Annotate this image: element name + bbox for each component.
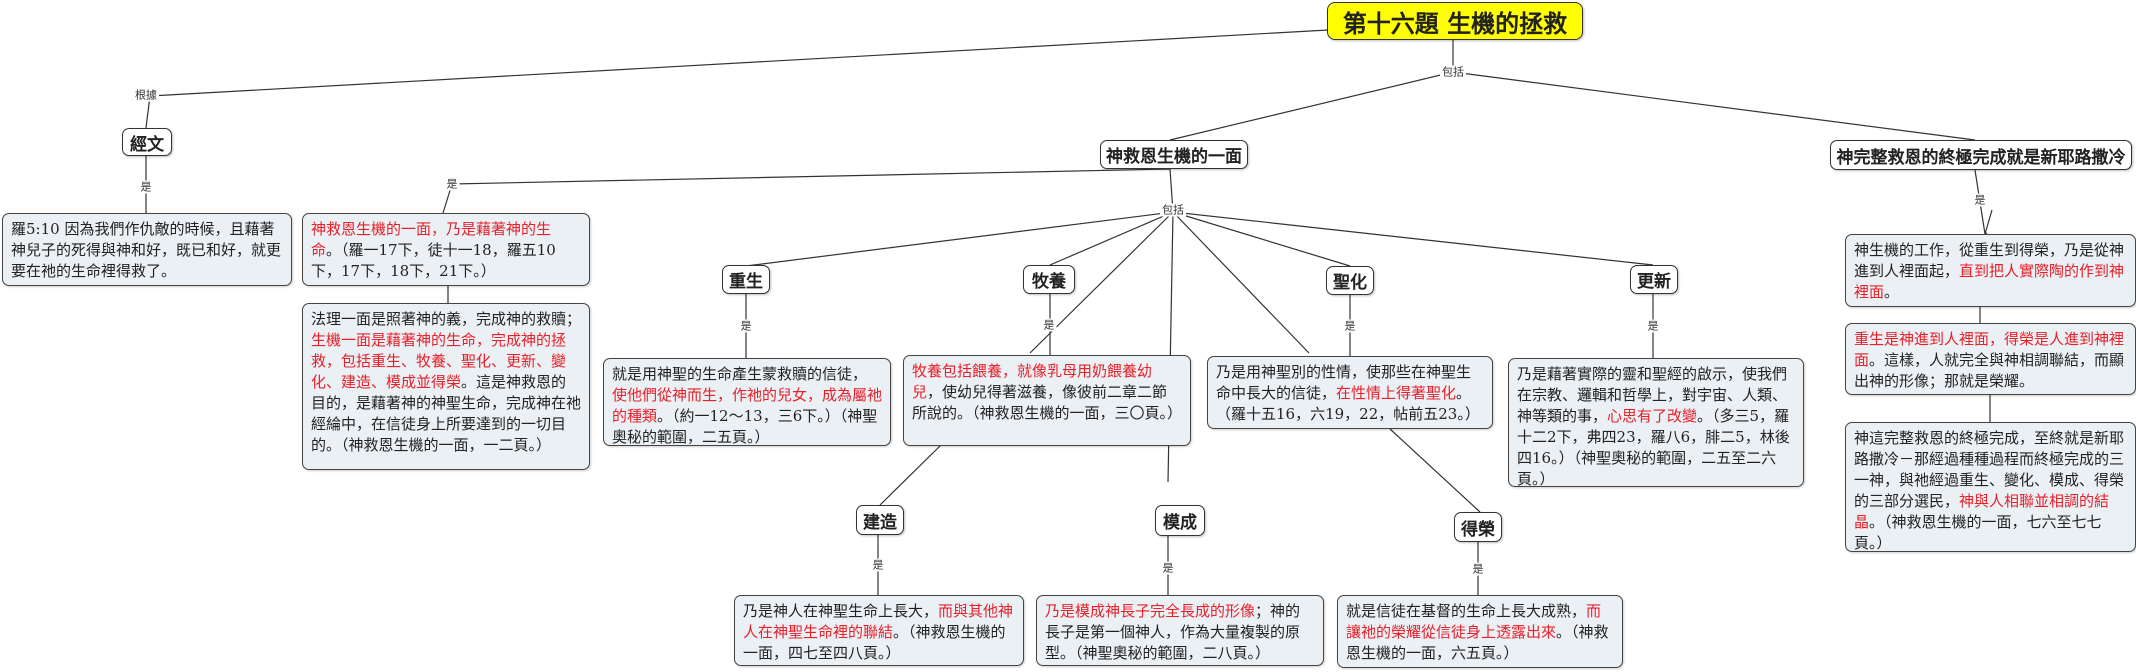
text-building: 乃是神人在神聖生命上長大，而與其他神人在神聖生命裡的聯結。（神救恩生機的一面，四… xyxy=(734,595,1024,666)
comp1-text-a: 神生機的工作，從重生到得榮，乃是從神進到人裡面起， xyxy=(1854,241,2125,280)
nourish-text: ，使幼兒得著滋養，像彼前二章二節所說的。（神救恩生機的一面，三〇頁。） xyxy=(912,383,1183,422)
text-completion-2: 重生是神進到人裡面，得榮是人進到神裡面。這樣，人就完全與神相調聯結，而顯出神的形… xyxy=(1845,323,2136,395)
glory-emphasis: 而讓祂的榮耀從信徒身上透露出來 xyxy=(1346,602,1602,641)
comp3-emphasis: 神與人相聯並相調的結晶 xyxy=(1854,492,2110,531)
label-is-complete: 是 xyxy=(1972,193,1988,207)
text-renewing: 乃是藉著實際的靈和聖經的啟示，使我們在宗教、邏輯和哲學上，對宇宙、人類、神等類的… xyxy=(1508,358,1804,488)
scripture-text: 羅5:10 因為我們作仇敵的時候，且藉著神兒子的死得與神和好，既已和好，就更要在… xyxy=(11,220,282,280)
node-renewing[interactable]: 更新 xyxy=(1630,265,1678,294)
conform-text: ；神的長子是第一個神人，作為大量複製的原型。（神聖奧秘的範圍，二八頁。） xyxy=(1045,602,1301,662)
renew-emphasis: 心思有了改變 xyxy=(1607,407,1698,425)
label-is-sanct: 是 xyxy=(1342,319,1358,333)
build-emphasis: 而與其他神人在神聖生命裡的聯結 xyxy=(743,602,1014,641)
label-includes-top: 包括 xyxy=(1440,65,1466,79)
label-is-regen: 是 xyxy=(738,319,754,333)
label-is-nourish: 是 xyxy=(1041,318,1057,332)
label-is-build: 是 xyxy=(870,558,886,572)
text-completion-1: 神生機的工作，從重生到得榮，乃是從神進到人裡面起，直到把人實際陶的作到神裡面。 xyxy=(1845,234,2136,307)
node-scripture[interactable]: 經文 xyxy=(122,128,172,156)
text-organic-aspect-1: 神救恩生機的一面，乃是藉著神的生命。（羅一17下，徒十一18，羅五10下，17下… xyxy=(302,213,590,286)
text-regeneration: 就是用神聖的生命產生蒙救贖的信徒， 使他們從神而生，作祂的兒女，成為屬祂的種類。（… xyxy=(603,358,891,446)
sanct-text-b: 。（羅十五16，六19，22，帖前五23。） xyxy=(1216,384,1480,423)
label-is-aspect: 是 xyxy=(444,177,460,191)
label-is-glory: 是 xyxy=(1470,562,1486,576)
nourish-emphasis: 牧養包括餵養，就像乳母用奶餵養幼兒 xyxy=(912,362,1153,401)
node-sanctification[interactable]: 聖化 xyxy=(1326,266,1374,295)
text-glorification: 就是信徒在基督的生命上長大成熟，而讓祂的榮耀從信徒身上透露出來。（神救恩生機的一… xyxy=(1337,595,1623,668)
comp3-text-a: 神這完整救恩的終極完成，至終就是新耶路撒冷－那經過種種過程而終極完成的三一神，與… xyxy=(1854,429,2125,510)
glory-text-a: 就是信徒在基督的生命上長大成熟， xyxy=(1346,602,1587,620)
node-completion[interactable]: 神完整救恩的終極完成就是新耶路撒冷 xyxy=(1830,140,2132,170)
aspect2-text-b: 。這是神救恩的目的，是藉著神的神聖生命，完成神在祂經綸中，在信徒身上所要達到的一… xyxy=(311,373,582,454)
regen-emphasis: 使他們從神而生，作祂的兒女，成為屬祂的種類 xyxy=(612,386,883,425)
renew-text-b: 。（多三5，羅十二2下，弗四23，羅八6，腓二5，林後四16。）（神聖奧秘的範圍… xyxy=(1517,407,1790,488)
node-regeneration[interactable]: 重生 xyxy=(722,265,770,294)
node-nourishing[interactable]: 牧養 xyxy=(1023,265,1075,294)
build-text-b: 。（神救恩生機的一面，四七至四八頁。） xyxy=(743,623,1006,662)
comp2-emphasis: 重生是神進到人裡面，得榮是人進到神裡面 xyxy=(1854,330,2125,369)
text-conformation: 乃是模成神長子完全長成的形像；神的長子是第一個神人，作為大量複製的原型。（神聖奧… xyxy=(1036,595,1324,666)
regen-text-b: 。（約一12～13，三6下。）（神聖奧秘的範圍，二五頁。） xyxy=(612,407,878,446)
label-includes-mid: 包括 xyxy=(1160,203,1186,217)
sanct-text-a: 乃是用神聖別的性情，使那些在神聖生命中長大的信徒， xyxy=(1216,363,1472,402)
node-organic-aspect[interactable]: 神救恩生機的一面 xyxy=(1100,140,1248,169)
comp2-text: 。這樣，人就完全與神相調聯結，而顯出神的形像；那就是榮耀。 xyxy=(1854,351,2125,390)
label-is-conform: 是 xyxy=(1160,561,1176,575)
title-node[interactable]: 第十六題 生機的拯救 xyxy=(1327,2,1583,40)
text-scripture: 羅5:10 因為我們作仇敵的時候，且藉著神兒子的死得與神和好，既已和好，就更要在… xyxy=(2,213,292,286)
sanct-emphasis: 在性情上得著聖化 xyxy=(1336,384,1457,402)
comp1-text-b: 。 xyxy=(1884,283,1900,301)
aspect2-emphasis: 生機一面是藉著神的生命，完成神的拯救，包括重生、牧養、聖化、更新、變化、建造、模… xyxy=(311,331,567,391)
node-building[interactable]: 建造 xyxy=(856,505,904,535)
aspect2-text-a: 法理一面是照著神的義，完成神的救贖； xyxy=(311,310,582,328)
label-basis: 根據 xyxy=(133,88,159,102)
node-glorification[interactable]: 得榮 xyxy=(1454,512,1502,542)
label-is-scripture: 是 xyxy=(138,180,154,194)
comp3-text-b: 。（神救恩生機的一面，七六至七七頁。） xyxy=(1854,513,2102,552)
node-conformation[interactable]: 模成 xyxy=(1155,505,1205,536)
label-is-renew: 是 xyxy=(1645,319,1661,333)
text-completion-3: 神這完整救恩的終極完成，至終就是新耶路撒冷－那經過種種過程而終極完成的三一神，與… xyxy=(1845,422,2136,552)
aspect1-text: 。（羅一17下，徒十一18，羅五10下，17下，18下，21下。） xyxy=(311,241,556,280)
text-organic-aspect-2: 法理一面是照著神的義，完成神的救贖； 生機一面是藉著神的生命，完成神的拯救，包括重… xyxy=(302,303,590,470)
renew-text-a: 乃是藉著實際的靈和聖經的啟示，使我們在宗教、邏輯和哲學上，對宇宙、人類、神等類的… xyxy=(1517,365,1788,425)
comp1-emphasis: 直到把人實際陶的作到神裡面 xyxy=(1854,262,2125,301)
conform-emphasis: 乃是模成神長子完全長成的形像 xyxy=(1045,602,1256,620)
glory-text-b: 。（神救恩生機的一面，六五頁。） xyxy=(1346,623,1609,662)
aspect1-emphasis: 神救恩生機的一面，乃是藉著神的生命 xyxy=(311,220,552,259)
regen-text-a: 就是用神聖的生命產生蒙救贖的信徒， xyxy=(612,365,868,383)
build-text-a: 乃是神人在神聖生命上長大， xyxy=(743,602,939,620)
text-sanctification: 乃是用神聖別的性情，使那些在神聖生命中長大的信徒，在性情上得著聖化。（羅十五16… xyxy=(1207,356,1493,429)
text-nourishing: 牧養包括餵養，就像乳母用奶餵養幼兒，使幼兒得著滋養，像彼前二章二節所說的。（神救… xyxy=(903,355,1191,446)
